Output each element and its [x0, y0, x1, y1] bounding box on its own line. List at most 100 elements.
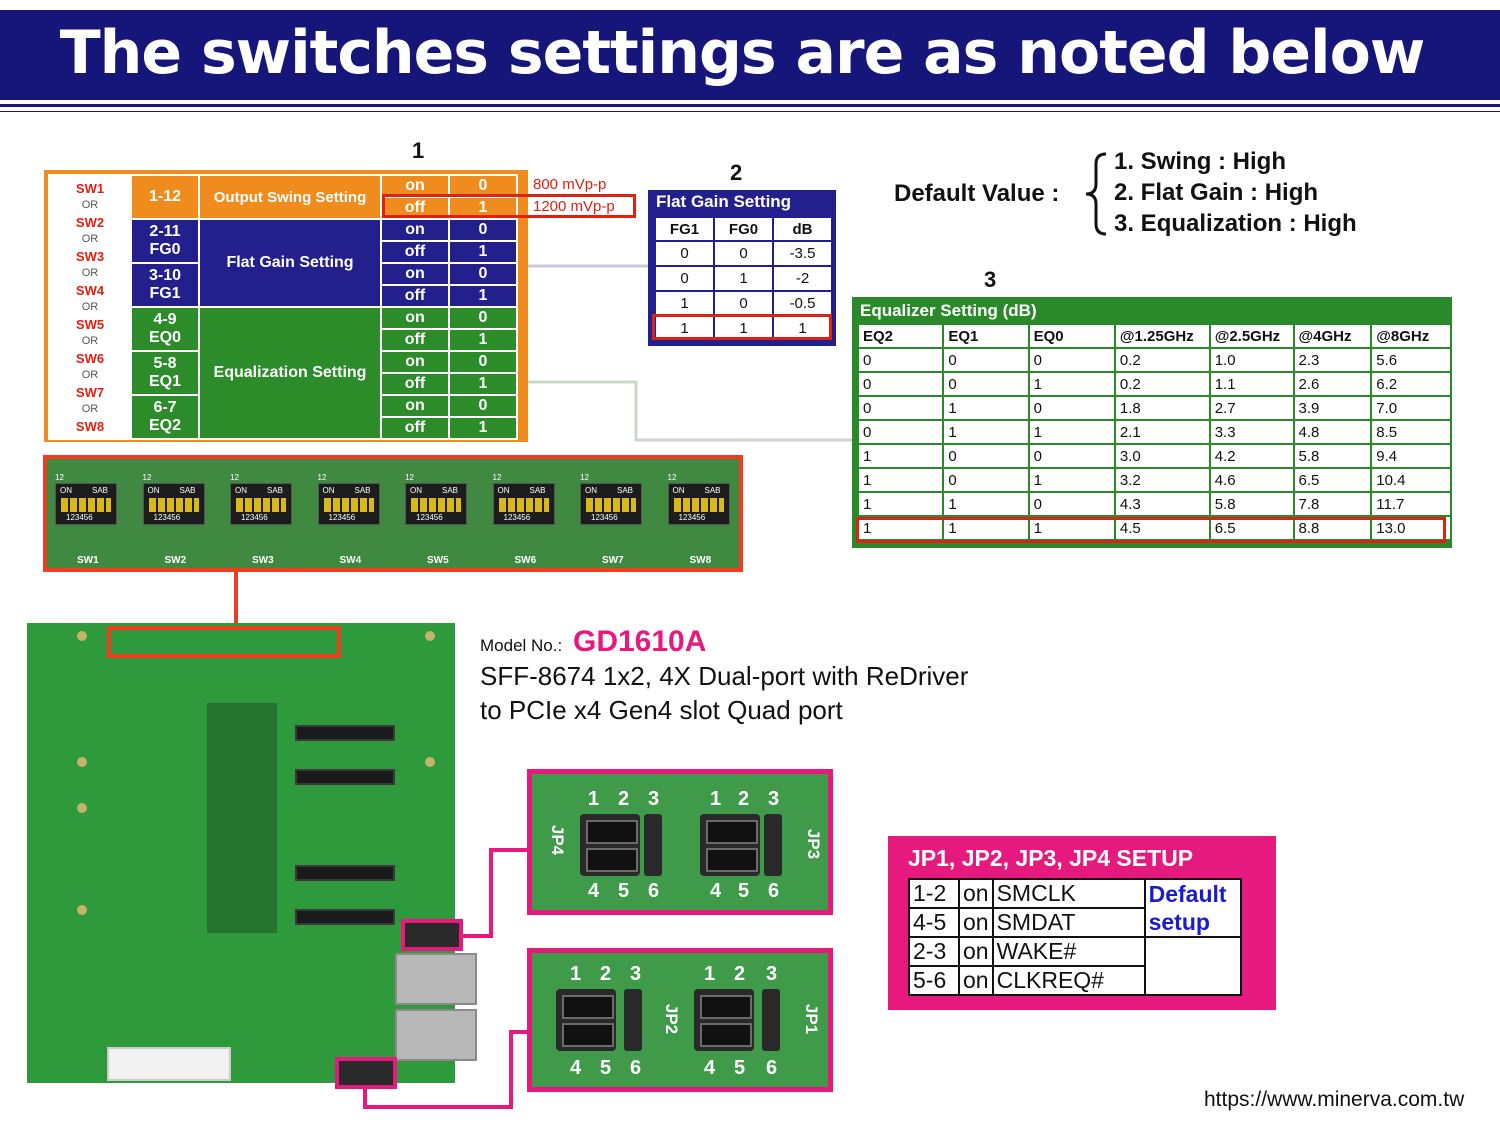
switch-keys — [148, 498, 199, 512]
table-cell: 0 — [713, 240, 774, 267]
switch-pin-numbers: 12 — [142, 473, 152, 482]
value-cell: 0 — [448, 350, 518, 374]
pins-label: 2-11 — [149, 223, 181, 240]
switch-pin-numbers: 12 — [317, 473, 327, 482]
value-cell: 0 — [448, 218, 518, 242]
table-cell: 1 — [856, 491, 945, 517]
pin-label: 3 — [648, 788, 660, 810]
mount-hole — [77, 631, 87, 641]
pin-label: 4 — [710, 880, 722, 902]
table-cell: 1 — [1027, 371, 1116, 397]
table-cell: 4.3 — [1113, 491, 1211, 517]
table-cell: 11.7 — [1370, 491, 1452, 517]
website-url[interactable]: https://www.minerva.com.tw — [1204, 1088, 1465, 1111]
value-cell: 0 — [448, 262, 518, 286]
pink-connector-line — [463, 934, 493, 938]
table-cell: 1 — [942, 491, 1030, 517]
sub-label: EQ1 — [148, 373, 181, 390]
model-label: Model No.: — [480, 636, 563, 655]
pins-label: 6-7 — [153, 399, 177, 416]
setting-cell: Flat Gain Setting — [198, 218, 382, 308]
section-number-2: 2 — [730, 160, 743, 185]
table-cell: 8.5 — [1370, 419, 1452, 445]
pins-label: 3-10 — [148, 267, 182, 284]
pcb-board — [27, 623, 477, 1089]
switch-numbers: 123456 — [503, 513, 531, 522]
value-cell: 1 — [448, 284, 518, 308]
switch-numbers: 123456 — [328, 513, 356, 522]
or-label: OR — [81, 368, 99, 381]
default-value-label: Default Value : — [894, 180, 1060, 207]
table-cell: 0 — [1027, 443, 1116, 469]
table-header: @1.25GHz — [1113, 323, 1211, 349]
switch-label: SW8 — [75, 418, 105, 434]
table-cell: 9.4 — [1370, 443, 1452, 469]
pin-label: 5 — [738, 880, 750, 902]
default-item-flat-gain: 2. Flat Gain : High — [1114, 179, 1319, 206]
sub-label: FG0 — [149, 241, 181, 258]
table-cell: CLKREQ# — [991, 965, 1146, 996]
switch-list-cell: SW1 OR SW2 OR SW3 OR SW4 OR SW5 OR SW6 O… — [48, 174, 132, 440]
section-number-1: 1 — [412, 138, 425, 163]
switch-keys — [586, 498, 636, 512]
jumper-header — [580, 814, 640, 876]
table-cell: 4.6 — [1208, 467, 1295, 493]
value-cell: 1 — [448, 416, 518, 440]
value-cell: 1 — [448, 372, 518, 396]
pin-label: 4 — [588, 880, 600, 902]
switch-keys — [236, 498, 286, 512]
table-cell: 0 — [942, 443, 1030, 469]
pin-label: 5 — [600, 1057, 612, 1079]
switch-keys — [323, 498, 374, 512]
table-cell: 5.8 — [1292, 443, 1373, 469]
pcie-slot — [295, 909, 395, 925]
table-cell: 1 — [942, 395, 1030, 421]
sub-label: FG1 — [149, 285, 181, 302]
switch-label: SW7 — [75, 384, 105, 400]
pin-label: 1 — [704, 963, 716, 985]
table-cell: 0 — [654, 240, 715, 267]
table-cell: SMDAT — [991, 907, 1146, 938]
table-cell: 1 — [1027, 467, 1116, 493]
jumper-location-bottom — [335, 1057, 397, 1089]
default-item-equalization: 3. Equalization : High — [1114, 210, 1357, 237]
title-banner — [0, 10, 1500, 100]
table-cell: 0 — [1027, 395, 1116, 421]
table-cell: 3.0 — [1113, 443, 1211, 469]
jumper-header — [764, 814, 782, 876]
pin-label: 4 — [570, 1057, 582, 1079]
switch-sab-text: SAB — [267, 486, 284, 495]
table-cell: 1 — [856, 467, 945, 493]
table-cell: on — [958, 907, 994, 938]
table-cell: 0 — [942, 467, 1030, 493]
switch-photo-label: SW8 — [689, 555, 712, 566]
sub-label: EQ0 — [148, 329, 181, 346]
highlight-box — [652, 314, 832, 340]
table-cell: 0 — [856, 371, 945, 397]
mount-hole — [425, 757, 435, 767]
table-cell: 6.2 — [1370, 371, 1452, 397]
state-cell: on — [380, 394, 450, 418]
or-label: OR — [81, 300, 99, 313]
pin-label: 2 — [738, 788, 750, 810]
sub-label: EQ2 — [148, 417, 181, 434]
value-cell: 1 — [448, 240, 518, 264]
table-cell: 3.9 — [1292, 395, 1373, 421]
table-cell: 1.0 — [1208, 347, 1295, 373]
pink-connector-line — [363, 1105, 513, 1109]
mount-hole — [77, 803, 87, 813]
switch-keys — [61, 498, 111, 512]
jumper-header — [624, 989, 642, 1051]
or-label: OR — [81, 232, 99, 245]
